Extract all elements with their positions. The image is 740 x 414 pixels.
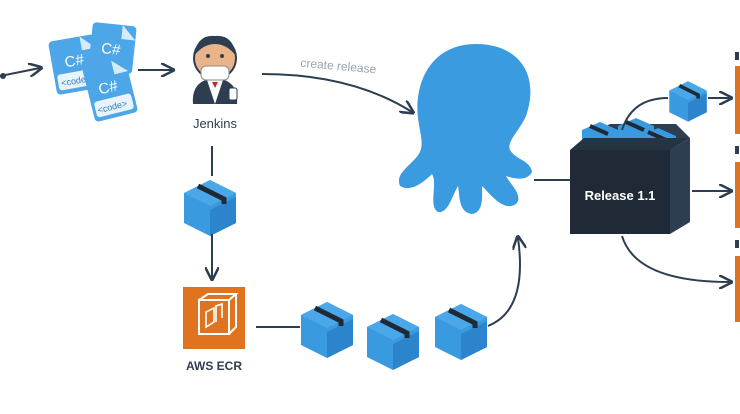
- arrow-jenkins-to-octopus: [261, 73, 412, 112]
- package-icon: [435, 304, 487, 360]
- package-icon: [667, 79, 709, 124]
- arrow-packages-to-octopus: [487, 238, 520, 327]
- release-label: Release 1.1: [585, 188, 656, 203]
- package-icon: [301, 302, 353, 358]
- code-file-label: C#: [97, 77, 120, 98]
- code-file-label: C#: [100, 40, 122, 59]
- code-files-icon: C# <code> C# C# <code>: [48, 22, 138, 122]
- release-package: [570, 118, 690, 234]
- environment-box: [735, 256, 740, 322]
- arrow-release-to-env-3: [621, 235, 730, 282]
- jenkins-butler-icon: [192, 35, 238, 104]
- create-release-label: create release: [300, 56, 377, 77]
- jenkins-label: Jenkins: [193, 116, 238, 131]
- aws-ecr-label: AWS ECR: [186, 359, 242, 373]
- package-icon: [367, 314, 419, 370]
- octopus-deploy-icon: [398, 44, 532, 214]
- code-file-label: C#: [63, 51, 85, 71]
- aws-ecr-icon: [183, 287, 245, 349]
- environment-box: [735, 66, 740, 134]
- arrow-release-to-env-1: [621, 97, 669, 131]
- incoming-arrow: [0, 68, 40, 76]
- environment-box: [735, 162, 740, 228]
- package-icon: [184, 180, 236, 236]
